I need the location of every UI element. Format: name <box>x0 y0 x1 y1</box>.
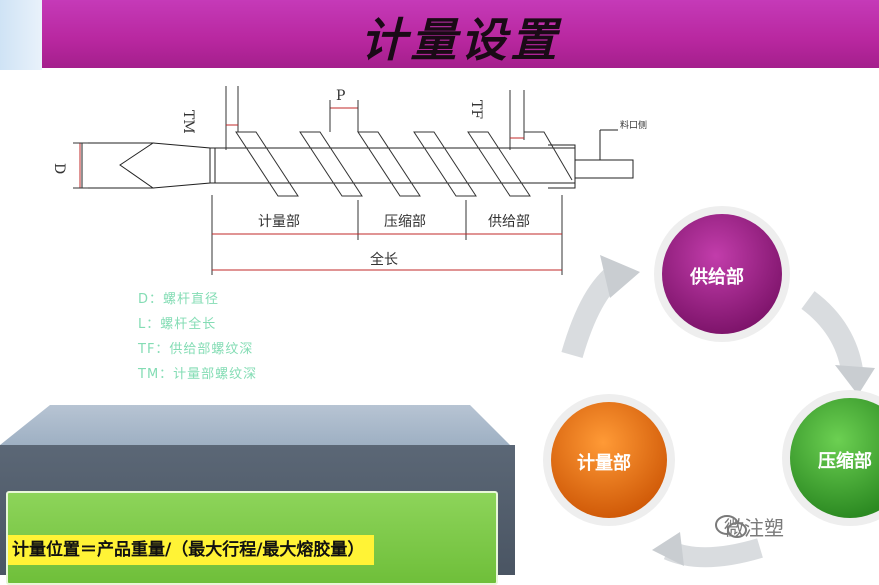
metering-section-label: 计量部 <box>258 214 300 230</box>
formula-panel: 计量位置＝产品重量/（最大行程/最大熔胶量） <box>0 405 520 585</box>
wechat-icon <box>715 515 747 538</box>
cycle-arrow-right <box>801 291 863 373</box>
tf-label: TF <box>468 100 484 119</box>
arrow-head-icon <box>835 365 875 395</box>
tm-label: TM <box>180 110 196 134</box>
panel-top-bevel <box>0 405 510 445</box>
hopper-side-label: 料口侧 <box>620 119 647 131</box>
compression-circle <box>790 398 879 518</box>
formula-text: 计量位置＝产品重量/（最大行程/最大熔胶量） <box>8 535 375 565</box>
legend-item-feed-depth: TF：供给部螺纹深 <box>138 342 254 357</box>
legend-item-meter-depth: TM：计量部螺纹深 <box>138 367 258 382</box>
full-length-label: 全长 <box>370 251 398 268</box>
cycle-node-feed: 供给部 <box>690 267 744 288</box>
left-accent-strip <box>0 0 42 70</box>
screw-outline <box>81 129 634 197</box>
title-bar: 计量设置 <box>42 0 879 68</box>
arrow-head-icon <box>600 255 640 298</box>
slide-title: 计量设置 <box>360 13 561 67</box>
dimension-lines <box>73 86 563 275</box>
feeding-section-label: 供给部 <box>488 214 530 230</box>
pitch-label: P <box>336 88 345 104</box>
meter-circle <box>551 402 667 518</box>
watermark-text: 微注塑 <box>724 516 784 540</box>
cycle-node-compression: 压缩部 <box>818 451 872 472</box>
legend-item-length: L：螺杆全长 <box>138 317 217 332</box>
legend: D：螺杆直径 L：螺杆全长 TF：供给部螺纹深 TM：计量部螺纹深 <box>138 287 398 387</box>
cycle-node-meter: 计量部 <box>577 453 631 474</box>
diameter-label: D <box>51 163 67 174</box>
legend-item-diameter: D：螺杆直径 <box>138 292 220 307</box>
compression-section-label: 压缩部 <box>384 214 426 230</box>
feed-circle <box>662 214 782 334</box>
arrow-head-icon <box>652 532 684 566</box>
screw-diagram: TM P TF D 料口侧 计量部 压缩部 供给部 全长 <box>51 86 647 275</box>
